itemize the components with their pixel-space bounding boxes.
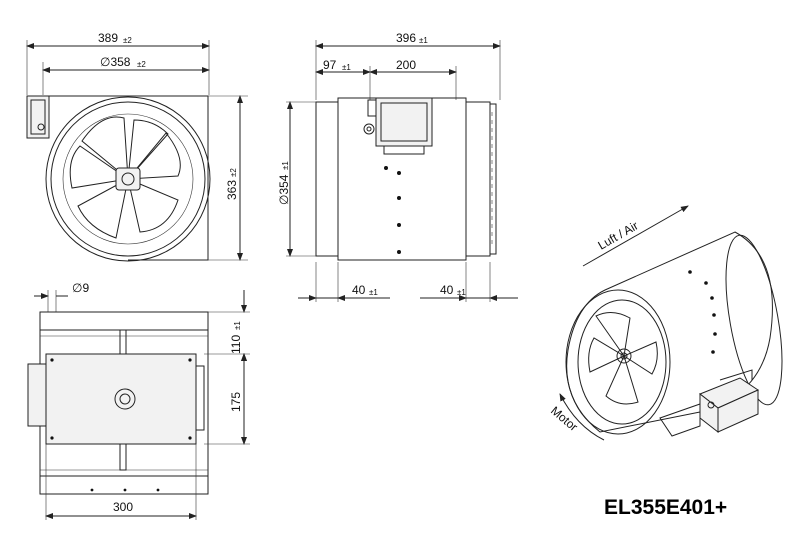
bottom-offset-value: 110 [229,335,243,354]
flange-left-value: 40 [352,283,366,297]
side-offset-value: 97 [323,58,337,72]
bottom-offset-tolerance: ±1 [233,321,242,330]
motor-shaft [114,388,136,410]
flange-left-tolerance: ±1 [369,288,378,297]
front-height-tolerance: ±2 [229,168,238,177]
front-width-value: 389 [98,31,118,45]
side-view: 396 ±1 97 ±1 200 ∅354 ±1 [277,31,518,302]
side-length-tolerance: ±1 [419,36,428,45]
terminal-side [27,363,47,427]
front-view: 389 ±2 ∅358 ±2 363 ±2 [26,31,248,262]
front-width-tolerance: ±2 [123,36,132,45]
hole-diameter-value: ∅9 [72,281,89,295]
fan-housing [48,95,209,261]
left-flange [315,101,339,257]
bottom-height-value: 175 [229,392,243,412]
front-diameter-tolerance: ±2 [137,60,146,69]
impeller [69,116,181,239]
iso-inlet [565,289,671,435]
side-box-width-value: 200 [396,58,416,72]
fan-outer-ring [45,96,211,262]
flange-right-value: 40 [440,283,454,297]
flange-right-tolerance: ±1 [457,288,466,297]
motor-rotation-arrow [559,393,605,441]
front-diameter-value: ∅358 [100,55,131,69]
motor-label: Motor [548,404,581,434]
motor-hub [115,167,141,191]
air-flow-arrow [582,205,689,267]
side-length-value: 396 [396,31,416,45]
terminal-bracket [26,95,50,139]
right-flange [465,101,491,257]
bottom-width-value: 300 [113,500,133,514]
front-height-value: 363 [225,180,239,200]
side-offset-tolerance: ±1 [342,63,351,72]
side-diameter-tolerance: ±1 [281,161,290,170]
mounting-plate [45,353,197,445]
isometric-view: Luft / Air Motor [548,205,783,441]
bottom-view: ∅9 110 ±1 175 300 [27,281,250,520]
side-diameter-value: ∅354 [277,174,291,205]
model-name: EL355E401+ [604,496,727,519]
iso-impeller [588,312,658,405]
air-label: Luft / Air [596,218,641,252]
terminal-box [375,97,433,147]
